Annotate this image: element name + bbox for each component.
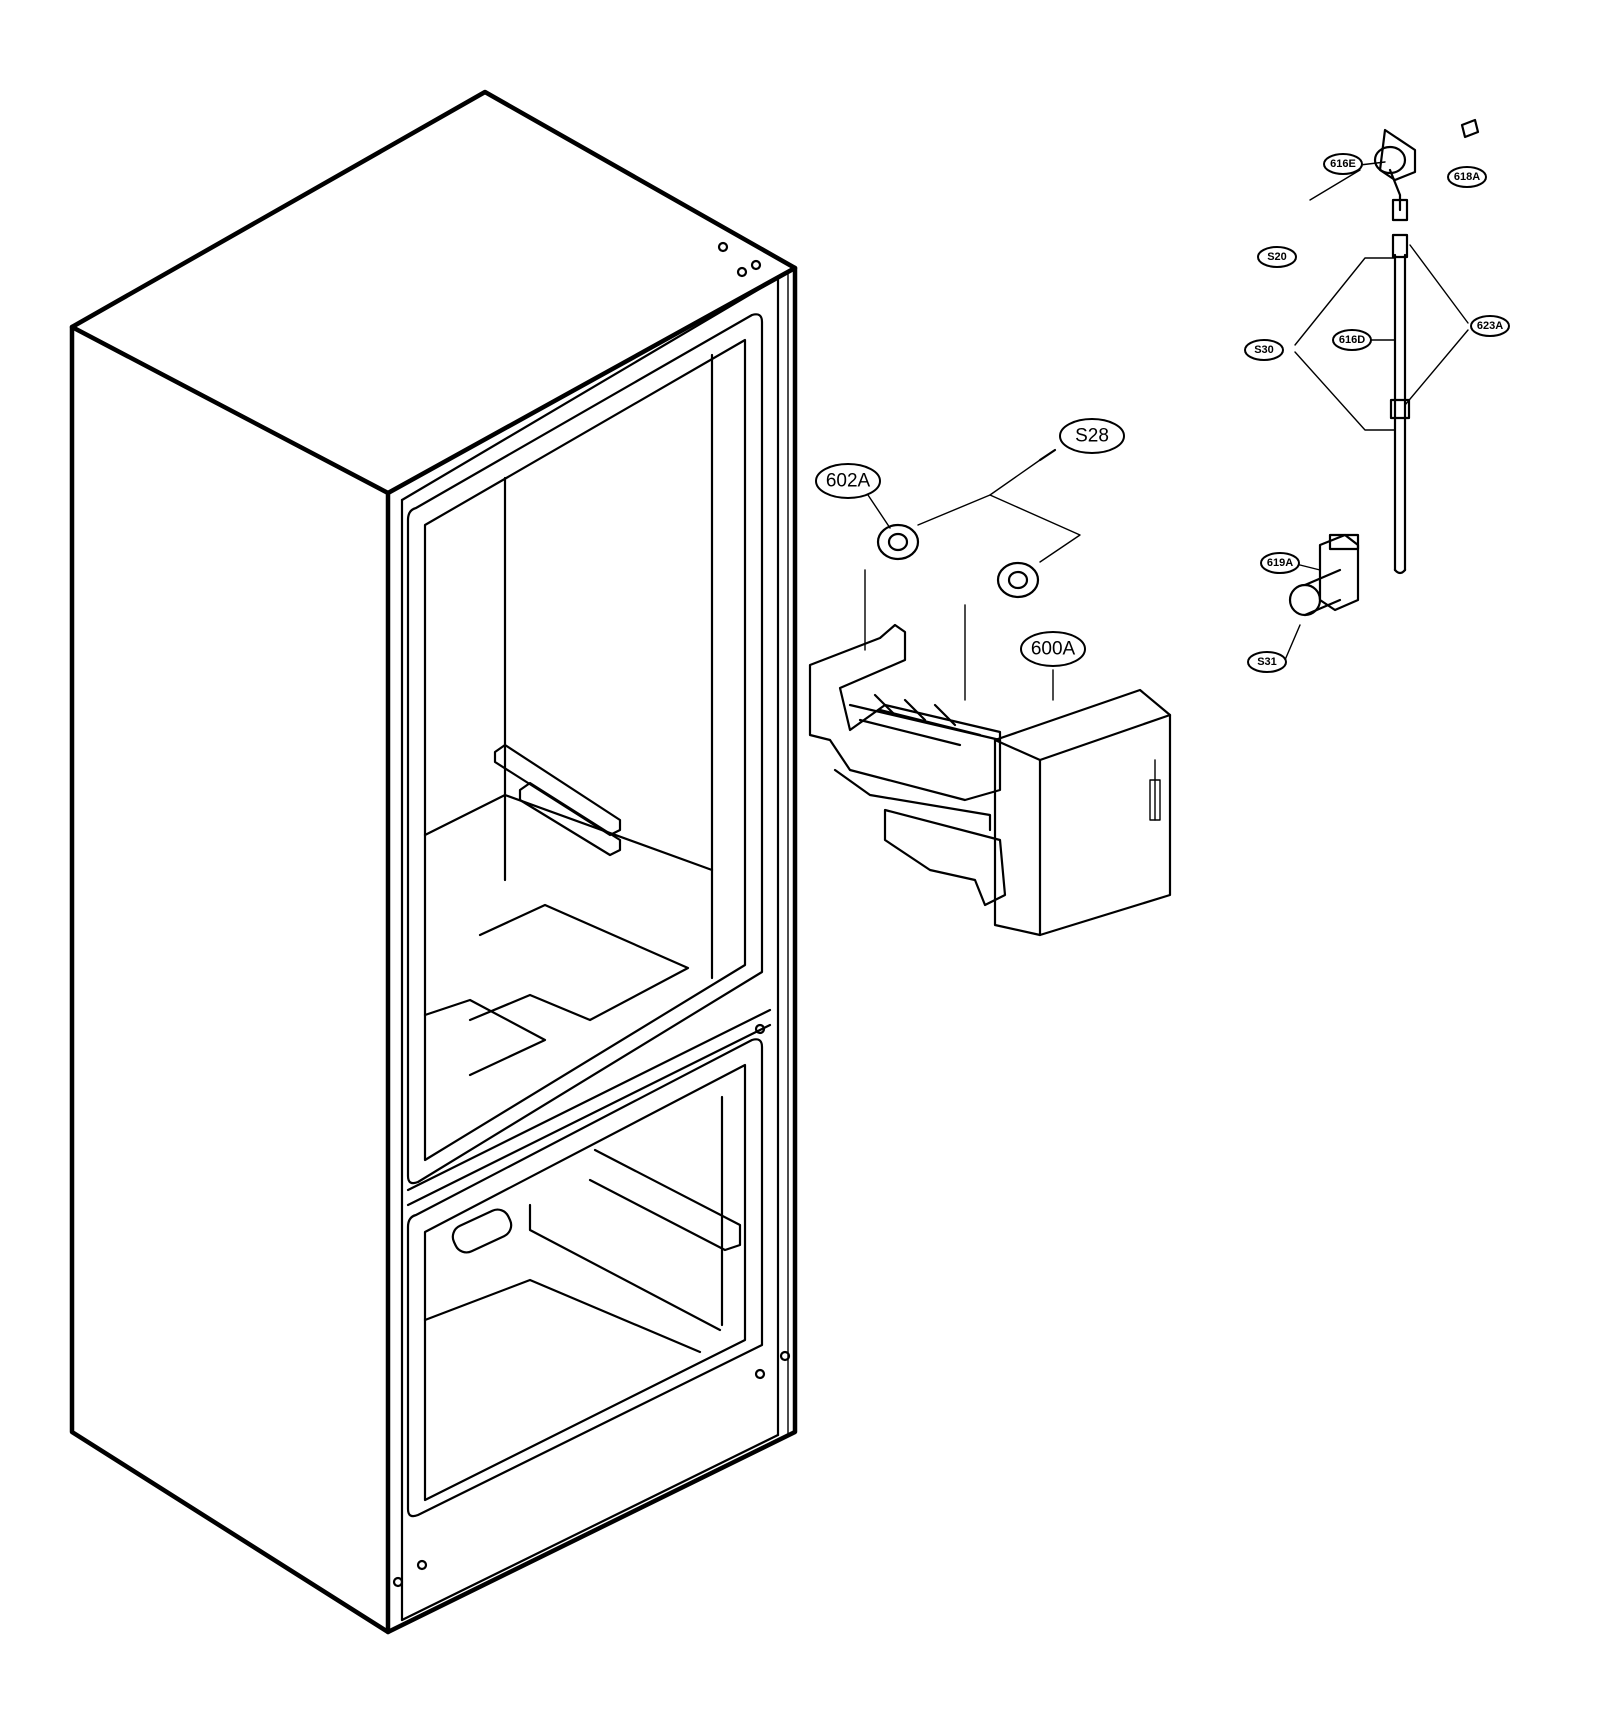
callout-619a: 619A [1260,552,1300,574]
callout-623a: 623A [1470,315,1510,337]
grommet-602a [876,523,920,561]
callout-s30-text: S30 [1254,344,1274,356]
callout-s20-text: S20 [1267,251,1287,263]
callout-s31: S31 [1247,651,1287,673]
callout-s20: S20 [1257,246,1297,268]
callout-616d: 616D [1332,329,1372,351]
callout-623a-text: 623A [1477,320,1503,332]
callout-s30: S30 [1244,339,1284,361]
callout-s31-text: S31 [1257,656,1277,668]
callout-s28-text: S28 [1075,426,1109,447]
callout-618a-text: 618A [1454,171,1480,183]
callout-616e: 616E [1323,153,1363,175]
water-valve-assembly [1284,533,1360,661]
callout-616d-text: 616D [1339,334,1365,346]
callout-602a-text: 602A [826,471,871,492]
refrigerator-cabinet [69,89,798,1635]
ice-maker-assembly [808,448,1172,937]
callout-s28: S28 [1059,418,1125,454]
callout-600a-text: 600A [1031,639,1076,660]
grommet-602a-second [996,561,1040,599]
cabinet-screws [392,241,791,1588]
callout-600a: 600A [1020,631,1086,667]
fill-tube-assembly [1294,118,1480,575]
callout-616e-text: 616E [1330,158,1356,170]
callout-602a: 602A [815,463,881,499]
callout-618a: 618A [1447,166,1487,188]
callout-619a-text: 619A [1267,557,1293,569]
